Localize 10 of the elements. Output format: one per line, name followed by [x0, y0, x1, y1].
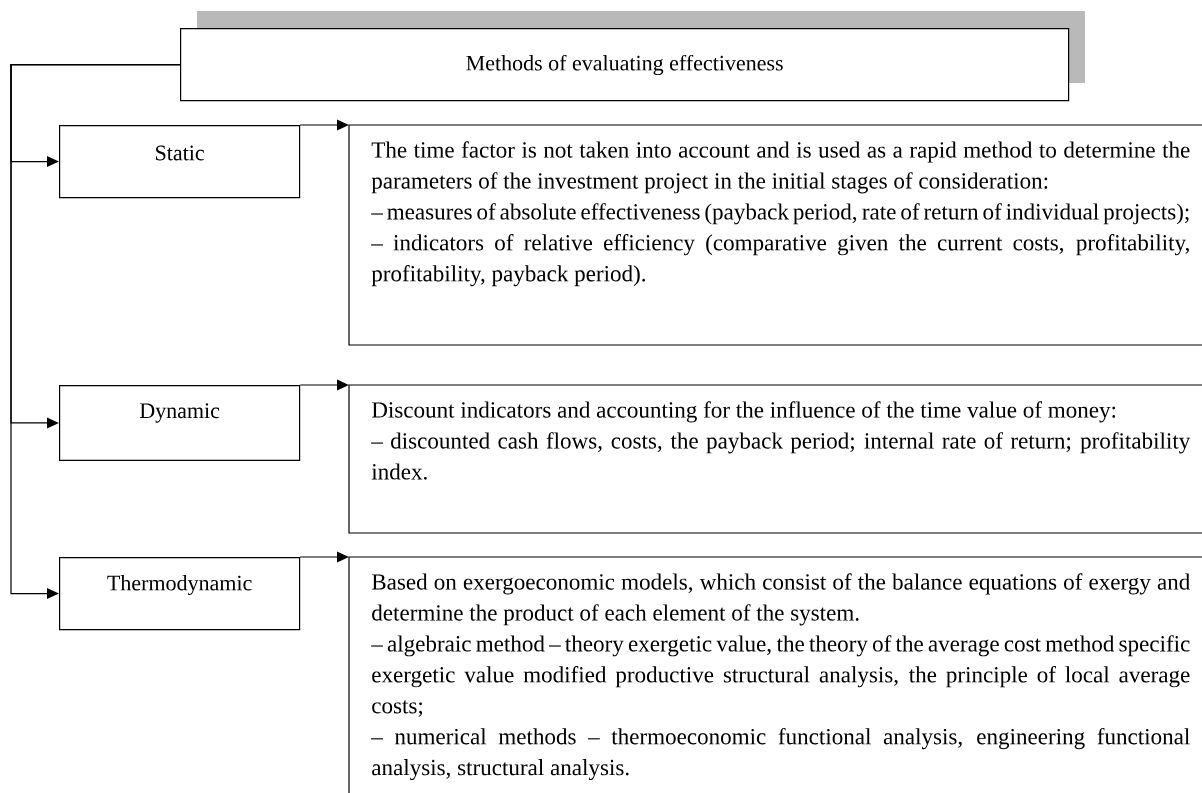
- method-box: Static: [59, 125, 301, 199]
- arrow: [299, 379, 349, 391]
- title-box: Methods of evaluating effectiveness: [180, 11, 1085, 102]
- method-box: Thermodynamic: [59, 557, 301, 631]
- description-panel: Based on exergoeconomic models, which consist of the balance equations of exergy and determine the product of each element of the system. – algebraic method – theory exergetic value, the theory of the average cost method specific exergetic value modified productive structural analysis, the principle of local average costs; – numerical methods – thermoeconomic functional analysis, engineering functional analysis, structural analysis.: [348, 556, 1202, 793]
- method-box: Dynamic: [59, 385, 301, 461]
- description-panel: The time factor is not taken into account and is used as a rapid method to determine the parameters of the investment project in the initial stages of consideration: – measures of absolute effectiveness (payback period, rate of return of individual projects); – indicators of relative efficiency (comparative given the current costs, profitability, profitability, payback period).: [348, 124, 1202, 346]
- arrow: [299, 551, 349, 563]
- description-panel: Discount indicators and accounting for the influence of the time value of money: – discounted cash flows, costs, the payback period; internal rate of return; profitability index.: [348, 384, 1202, 534]
- arrow: [299, 119, 349, 131]
